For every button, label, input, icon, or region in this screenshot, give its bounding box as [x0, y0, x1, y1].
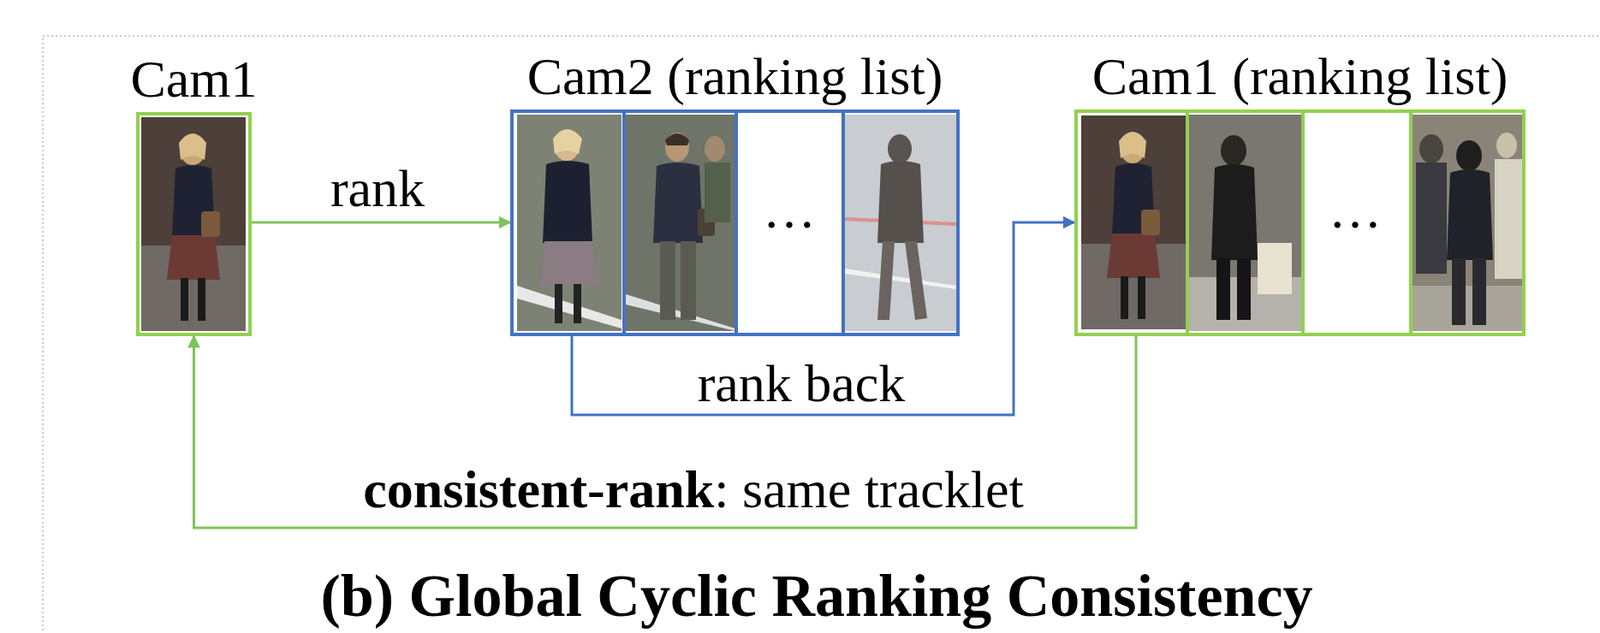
camera-heading: Cam1 (ranking list) [1092, 49, 1509, 103]
image-box: Cam1 [136, 112, 252, 337]
figure-caption: (b) Global Cyclic Ranking Consistency [321, 566, 1314, 627]
edge-label: rank back [692, 356, 911, 411]
blank-gap [737, 113, 842, 334]
ellipsis: … [1328, 183, 1386, 237]
flow-arrow [571, 222, 1075, 416]
blank-gap [1304, 113, 1410, 334]
photo [625, 114, 736, 332]
photo [141, 117, 246, 332]
dotted-frame [42, 35, 1600, 633]
flow-arrow [194, 336, 1137, 529]
camera-heading: Cam1 [130, 52, 257, 106]
ellipsis: … [762, 183, 820, 237]
photo [1081, 115, 1186, 330]
photo [1412, 114, 1523, 332]
photo-separators [624, 111, 844, 335]
flow-arrow [251, 221, 511, 225]
image-box: Cam2 (ranking list) [510, 109, 960, 337]
photo-separators [1187, 111, 1411, 335]
photo [844, 114, 957, 332]
camera-heading: Cam2 (ranking list) [527, 49, 944, 103]
photo [517, 114, 622, 332]
edge-label: rank [325, 161, 430, 215]
photo [1189, 114, 1302, 332]
edge-label: consistent-rank: same tracklet [357, 463, 1029, 517]
image-box: Cam1 (ranking list) [1074, 109, 1526, 337]
